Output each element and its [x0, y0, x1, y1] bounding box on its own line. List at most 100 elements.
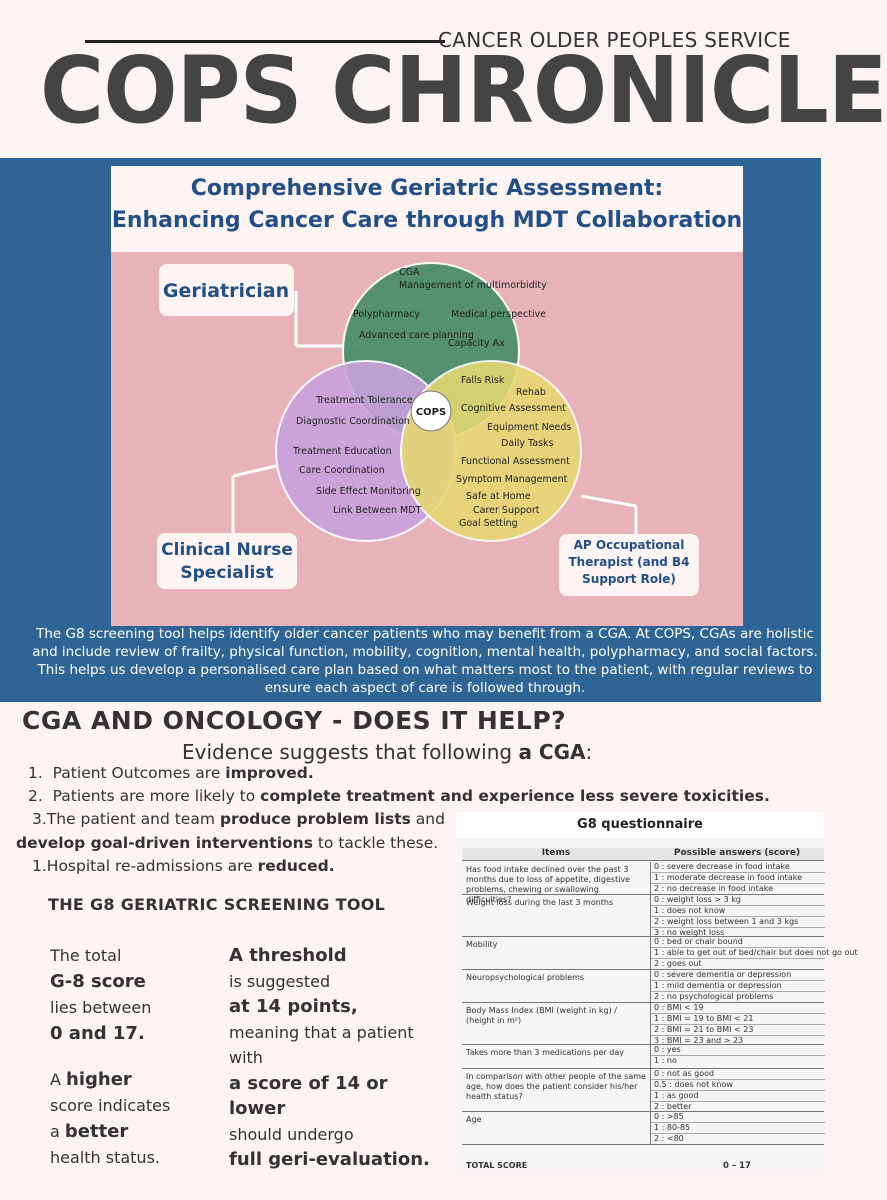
questionnaire-answer: 3 : no weight loss — [654, 927, 725, 937]
questionnaire-answer: 1 : no — [654, 1056, 677, 1066]
ot-label-line2: Therapist (and B4 — [568, 555, 689, 569]
questionnaire-item: Age — [466, 1115, 482, 1125]
questionnaire-item: Body Mass Index (BMI (weight in kg) / (h… — [466, 1005, 617, 1025]
g8-right-text: A threshold is suggested at 14 points, m… — [229, 945, 430, 1170]
questionnaire-row: In comparison with other people of the s… — [462, 1069, 825, 1113]
ot-label-line1: AP Occupational — [574, 538, 685, 552]
list-item: 3.The patient and team produce problem l… — [32, 810, 445, 828]
ot-item: Cognitive Assessment — [461, 403, 566, 414]
questionnaire-total: TOTAL SCORE 0 – 17 — [466, 1161, 751, 1171]
geri-item: CGA — [399, 267, 420, 278]
ot-item: Carer Support — [473, 505, 540, 516]
questionnaire-answer: 2 : no psychological problems — [654, 992, 774, 1001]
geri-item: Capacity Ax — [448, 338, 505, 349]
questionnaire-answer: 0.5 : does not know — [651, 1080, 825, 1092]
ot-item: Safe at Home — [466, 491, 531, 502]
questionnaire-answer: 0 : weight loss > 3 kg — [651, 895, 825, 906]
masthead-rule — [85, 40, 445, 43]
cops-logo-circle — [410, 390, 452, 432]
questionnaire-item: Takes more than 3 medications per day — [466, 1048, 624, 1058]
questionnaire-row: Neuropsychological problems 0 : severe de… — [462, 970, 825, 1003]
g8-heading: THE G8 GERIATRIC SCREENING TOOL — [48, 895, 386, 914]
evidence-line: Evidence suggests that following a CGA: — [182, 740, 592, 764]
geriatrician-label-box — [159, 264, 294, 316]
questionnaire-row: Body Mass Index (BMI (weight in kg) / (h… — [462, 1002, 825, 1046]
questionnaire-answer: 1 : BMI = 19 to BMI < 21 — [651, 1014, 825, 1025]
questionnaire-row: Has food intake declined over the past 3… — [462, 862, 825, 904]
questionnaire-answer: 0 : >85 — [651, 1112, 825, 1124]
list-item: 1.Hospital re-admissions are reduced. — [32, 857, 335, 875]
questionnaire-item: In comparison with other people of the s… — [466, 1072, 646, 1102]
ot-item: Rehab — [516, 387, 546, 398]
ot-label-box — [559, 534, 699, 596]
questionnaire-answer: 1 : moderate decrease in food intake — [651, 873, 825, 884]
ot-item: Functional Assessment — [461, 456, 570, 467]
questionnaire-answer: 1 : able to get out of bed/chair but doe… — [651, 948, 858, 960]
evidence-bold: a CGA — [518, 740, 586, 764]
ot-item: Falls Risk — [461, 375, 505, 386]
figure-header: Comprehensive Geriatric Assessment: Enha… — [111, 166, 743, 252]
nurse-item: Treatment Tolerance — [315, 395, 413, 406]
questionnaire-answer: 2 : <80 — [654, 1134, 684, 1144]
geri-item: Medical perspective — [451, 309, 546, 320]
ot-item: Symptom Management — [456, 474, 568, 485]
questionnaire-title: G8 questionnaire — [456, 812, 824, 838]
questionnaire-header: Items Possible answers (score) — [462, 848, 824, 861]
nurse-label-line1: Clinical Nurse — [161, 540, 293, 560]
g8-questionnaire: G8 questionnaire Items Possible answers … — [456, 812, 858, 1174]
ot-item: Equipment Needs — [487, 422, 571, 433]
questionnaire-row: Weight loss during the last 3 months 0 : … — [462, 894, 825, 938]
questionnaire-row: Takes more than 3 medications per day 0 :… — [462, 1045, 825, 1070]
nurse-item: Treatment Education — [292, 446, 392, 457]
g8-description: The G8 screening tool helps identify old… — [32, 626, 818, 696]
questionnaire-item: Has food intake declined over the past 3… — [466, 865, 631, 904]
questionnaire-answer: 0 : bed or chair bound — [651, 937, 825, 949]
masthead-service: CANCER OLDER PEOPLES SERVICE — [438, 28, 791, 52]
evidence-pre: Evidence suggests that following — [182, 740, 519, 764]
questionnaire-answer: 1 : does not know — [651, 906, 825, 917]
ot-label-line3: Support Role) — [582, 572, 676, 586]
questionnaire-answer: 2 : weight loss between 1 and 3 kgs — [651, 917, 825, 928]
geri-item: Management of multimorbidity — [399, 280, 547, 291]
questionnaire-answer: 0 : BMI < 19 — [651, 1003, 825, 1014]
figure-title-line1: Comprehensive Geriatric Assessment: — [190, 176, 664, 201]
cga-heading: CGA AND ONCOLOGY - DOES IT HELP? — [22, 706, 567, 735]
g8-left-text: The total G-8 score lies between 0 and 1… — [50, 946, 171, 1167]
questionnaire-item: Weight loss during the last 3 months — [466, 897, 614, 907]
questionnaire-item: Mobility — [466, 940, 498, 950]
higher-word: higher — [66, 1069, 132, 1090]
venn-diagram: COPS CGA Management of multimorbidity Po… — [157, 262, 699, 596]
nurse-item: Link Between MDT — [333, 505, 422, 516]
list-item: 1. Patient Outcomes are improved. — [28, 764, 314, 782]
questionnaire-answer: 1 : mild dementia or depression — [651, 981, 825, 992]
geri-item: Advanced care planning — [359, 330, 474, 341]
questionnaire-answer: 2 : better — [654, 1102, 692, 1112]
cops-logo: COPS — [416, 407, 446, 418]
nurse-label-box — [157, 533, 297, 589]
nurse-label-line2: Specialist — [180, 563, 273, 583]
nurse-item: Care Coordination — [299, 465, 385, 476]
nurse-item: Side Effect Monitoring — [316, 486, 421, 497]
ot-item: Goal Setting — [459, 518, 518, 529]
questionnaire-answer: 2 : BMI = 21 to BMI < 23 — [651, 1025, 825, 1036]
questionnaire-answer: 2 : goes out — [654, 959, 702, 969]
questionnaire-answer: 0 : not as good — [651, 1069, 825, 1081]
questionnaire-answer: 1 : 80-85 — [651, 1123, 825, 1135]
figure-title-line2: Enhancing Cancer Care through MDT Collab… — [111, 208, 743, 233]
masthead-title: COPS CHRONICLE — [40, 37, 887, 144]
list-item: develop goal-driven interventions to tac… — [16, 834, 439, 852]
ot-item: Daily Tasks — [501, 438, 554, 449]
geriatrician-label: Geriatrician — [163, 280, 289, 302]
geri-item: Polypharmacy — [353, 309, 420, 320]
questionnaire-answer: 1 : as good — [651, 1091, 825, 1103]
questionnaire-answer: 3 : BMI = 23 and > 23 — [654, 1035, 744, 1045]
questionnaire-answer: 2 : no decrease in food intake — [654, 884, 774, 893]
questionnaire-item: Neuropsychological problems — [466, 973, 585, 982]
evidence-post: : — [585, 740, 593, 764]
questionnaire-answer: 0 : severe dementia or depression — [651, 970, 825, 981]
list-item: 2. Patients are more likely to complete … — [28, 787, 770, 805]
questionnaire-answer: 0 : severe decrease in food intake — [651, 862, 825, 873]
questionnaire-answer: 0 : yes — [651, 1045, 825, 1057]
